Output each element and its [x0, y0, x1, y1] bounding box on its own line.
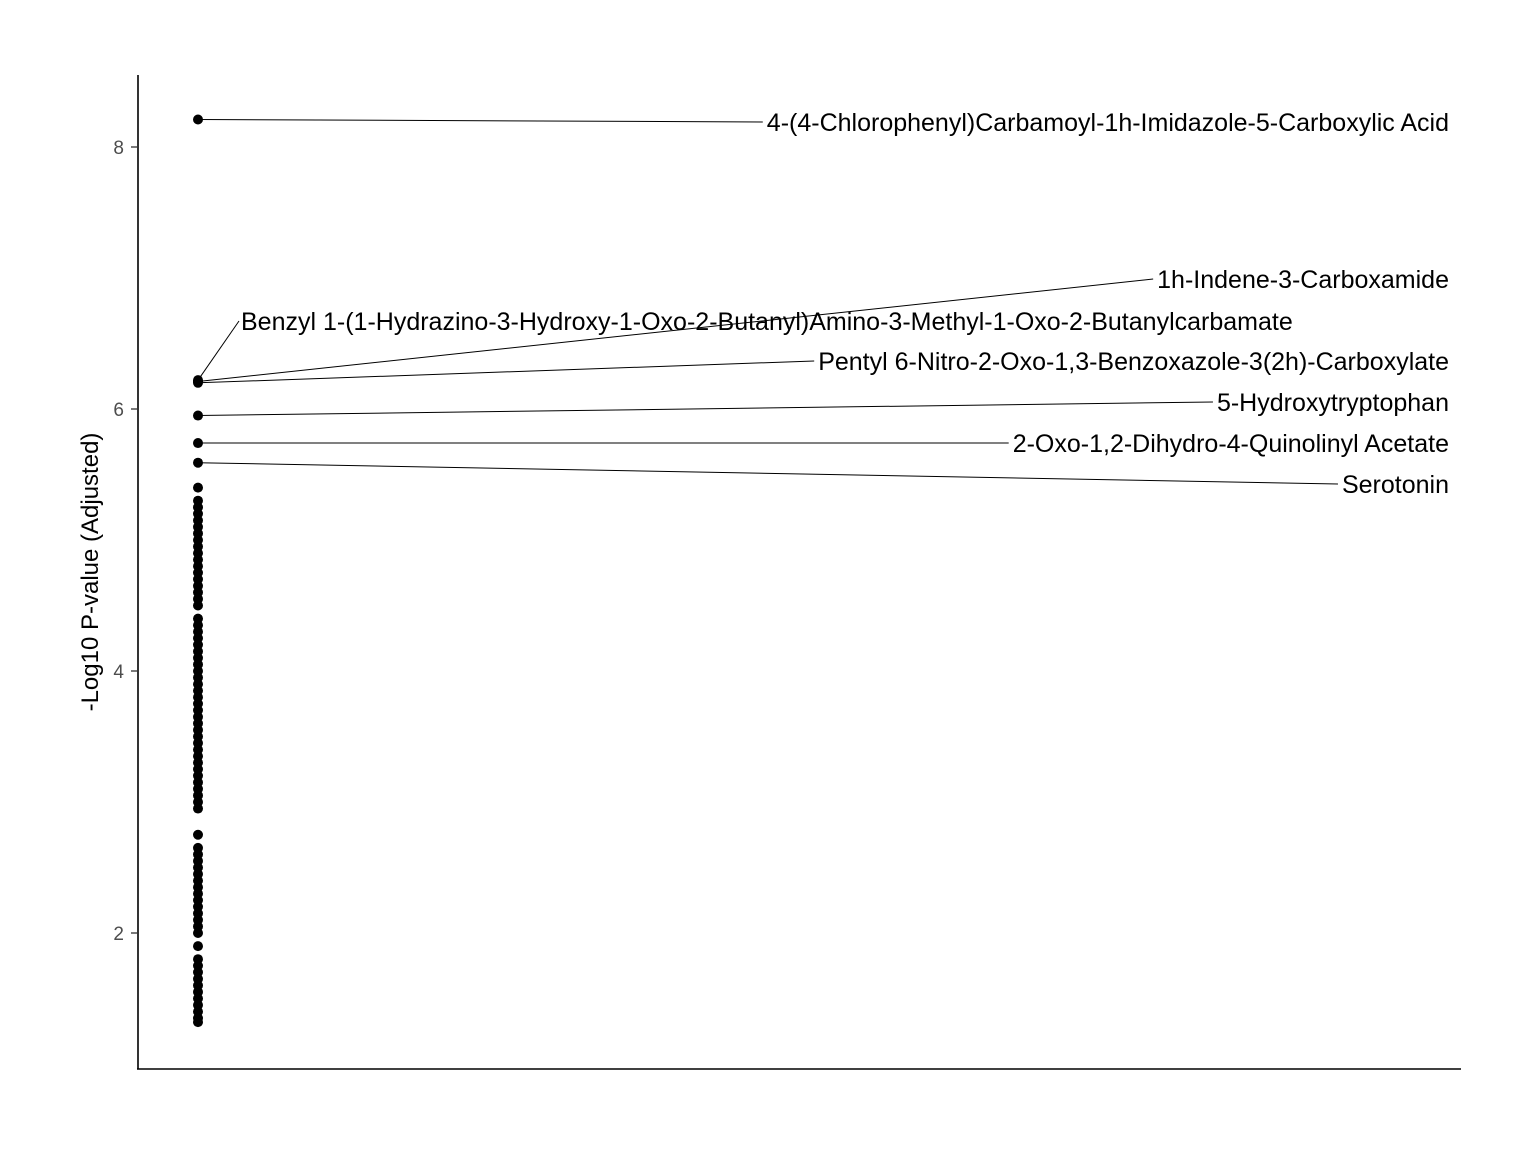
y-tick-label: 8	[113, 138, 124, 159]
axes	[137, 75, 1461, 1070]
y-tick-label: 6	[113, 400, 124, 421]
data-point	[193, 803, 203, 814]
data-point	[193, 482, 203, 493]
data-point	[193, 457, 203, 468]
data-point	[193, 829, 203, 840]
annotation-label: 2-Oxo-1,2-Dihydro-4-Quinolinyl Acetate	[1013, 430, 1449, 458]
annotation-leader-line	[197, 360, 815, 384]
data-point	[193, 941, 203, 952]
data-point	[193, 410, 203, 421]
annotation-label: Serotonin	[1342, 471, 1449, 499]
y-tick-label: 4	[113, 662, 124, 683]
y-axis-ticks: 2 4 6 8	[113, 138, 138, 945]
data-point	[193, 377, 203, 388]
data-point	[193, 1017, 203, 1028]
annotation-label: Pentyl 6-Nitro-2-Oxo-1,3-Benzoxazole-3(2…	[818, 348, 1449, 376]
y-tick-label: 2	[113, 924, 124, 945]
annotation-leader-line	[197, 401, 1213, 417]
data-point	[193, 438, 203, 449]
data-point	[193, 114, 203, 125]
annotation-label: 5-Hydroxytryptophan	[1217, 389, 1449, 417]
annotation-leader-line	[197, 278, 1154, 382]
annotation-leaders	[197, 118, 1338, 485]
annotation-leader-line	[197, 118, 763, 123]
annotation-leader-line	[197, 462, 1338, 485]
annotation-label: 4-(4-Chlorophenyl)Carbamoyl-1h-Imidazole…	[767, 109, 1449, 137]
data-point	[193, 928, 203, 938]
annotation-leader-line	[197, 320, 240, 381]
y-axis-title: -Log10 P-value (Adjusted)	[77, 433, 104, 712]
annotation-label: Benzyl 1-(1-Hydrazino-3-Hydroxy-1-Oxo-2-…	[241, 308, 1293, 336]
data-point	[193, 600, 203, 611]
annotation-labels: 4-(4-Chlorophenyl)Carbamoyl-1h-Imidazole…	[241, 109, 1449, 499]
data-points	[193, 114, 203, 1028]
annotation-label: 1h-Indene-3-Carboxamide	[1157, 266, 1449, 294]
